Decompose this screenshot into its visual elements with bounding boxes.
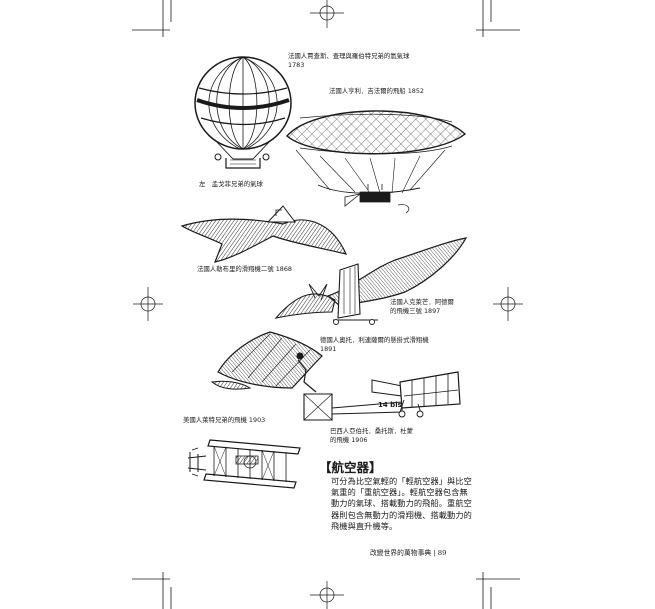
svg-text:14 bis: 14 bis <box>378 401 402 409</box>
caption-dumont-sub: 的飛機 1906 <box>330 436 368 444</box>
lilienthal-glider <box>210 331 323 393</box>
caption-wright: 美國人萊特兄弟的飛機 1903 <box>183 416 266 424</box>
caption-lilienthal-year: 1891 <box>320 345 337 353</box>
santos-dumont-14bis: 14 bis <box>303 371 461 421</box>
caption-lilienthal: 德國人奧托．利連薩爾的懸掛式滑翔機 <box>320 336 429 344</box>
section-heading: 【航空器】 <box>319 460 382 475</box>
caption-dumont: 巴西人亞伯托．桑托斯．杜蒙 <box>330 427 414 435</box>
lebris-glider <box>180 205 348 263</box>
wright-flyer <box>187 439 301 489</box>
registration-marks <box>133 0 523 609</box>
caption-ader-sub: 的飛機三號 1897 <box>390 307 441 315</box>
caption-lebris: 法國人勒布里的滑翔機二號 1868 <box>197 265 292 273</box>
caption-left-balloon: 左 孟戈菲兄弟的氣球 <box>199 180 263 188</box>
caption-montgolfier-year: 1783 <box>288 61 305 69</box>
page-footer: 改變世界的萬物事典 | 89 <box>370 549 447 557</box>
caption-giffard: 法國人亨利．吉法爾的飛船 1852 <box>329 87 424 95</box>
section-body: 可分為比空氣輕的「輕航空器」與比空氣重的「重航空器」。輕航空器包含無動力的氣球、… <box>331 476 472 531</box>
giffard-airship <box>286 110 467 214</box>
ader-avion-iii <box>274 237 468 325</box>
caption-ader: 法國人克萊芒．阿德爾 <box>390 298 454 306</box>
montgolfier-balloon <box>194 56 292 169</box>
caption-montgolfier: 法國人賈查斯、查理與羅伯特兄弟的氫氣球 <box>288 52 410 60</box>
